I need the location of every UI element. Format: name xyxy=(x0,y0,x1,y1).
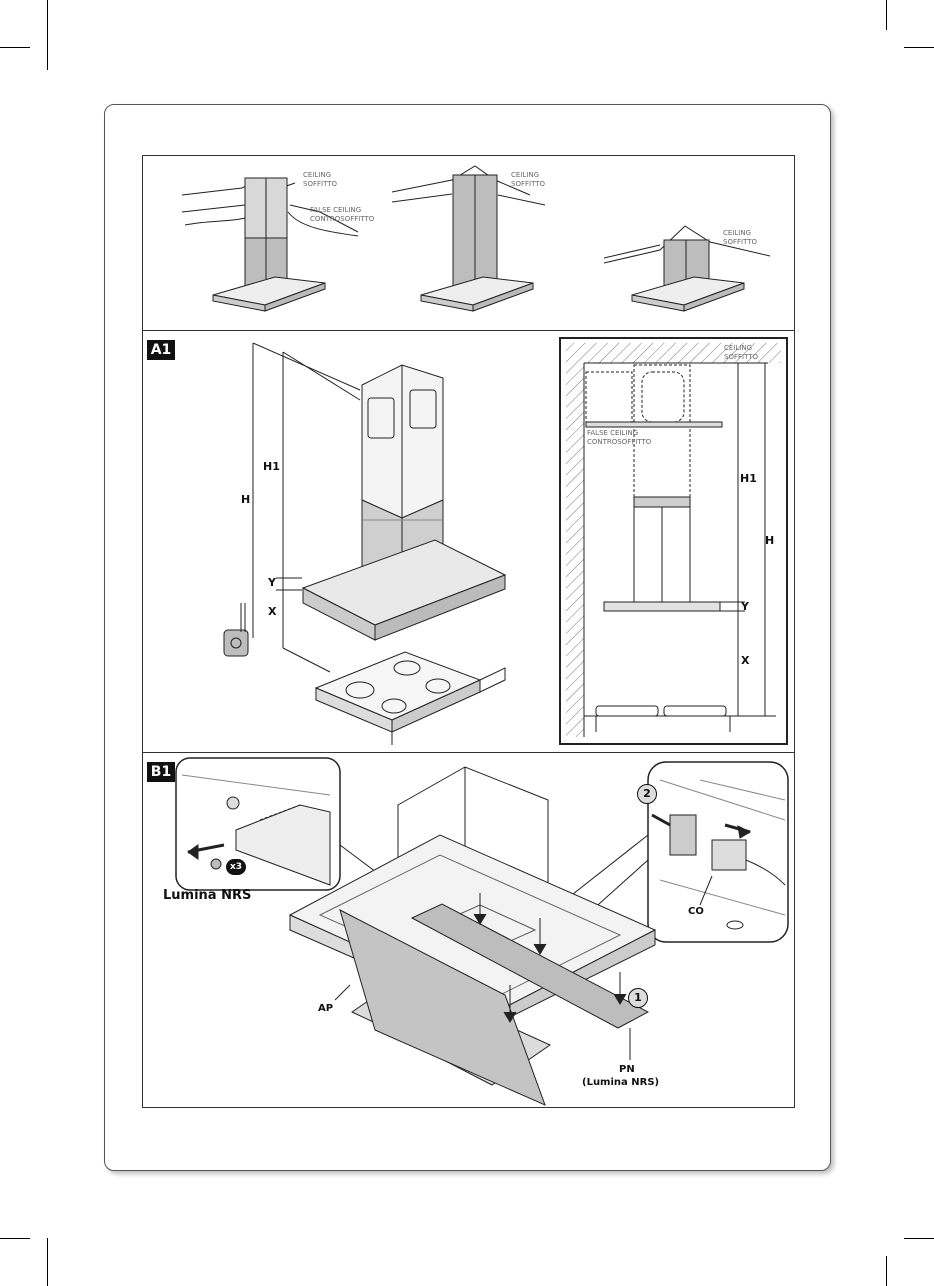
label-ap: AP xyxy=(318,1003,333,1014)
label-pn-sub: (Lumina NRS) xyxy=(582,1077,659,1088)
product-name-label: Lumina NRS xyxy=(163,888,251,903)
label-pn: PN xyxy=(619,1064,635,1075)
step-1-marker: 1 xyxy=(628,988,648,1008)
label-co: CO xyxy=(688,906,704,917)
step-2-marker: 2 xyxy=(637,784,657,804)
screw-count-badge: x3 xyxy=(226,859,246,875)
